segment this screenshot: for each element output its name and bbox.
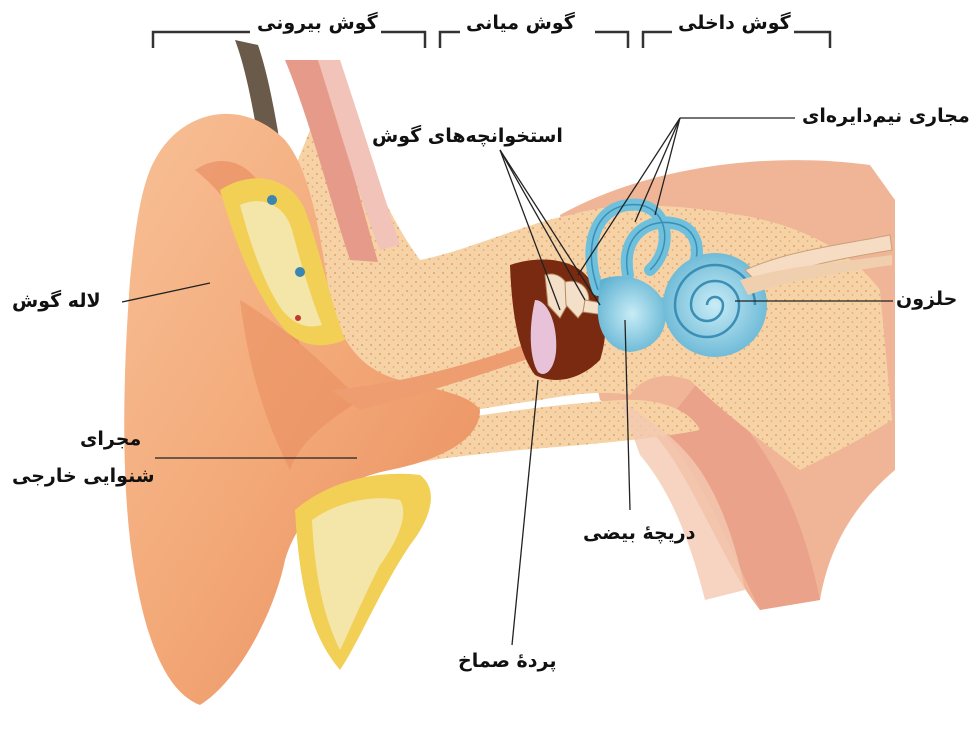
cochlea-label: حلزون (896, 288, 957, 312)
outer-ear-heading: گوش بیرونی (254, 12, 381, 36)
ossicles-label: استخوانچه‌های گوش (372, 125, 563, 149)
ear-canal-label-line2: شنوایی خارجی (12, 465, 155, 489)
semicircular-canals-label: مجاری نیم‌دایره‌ای (802, 105, 970, 129)
oval-window-label: دریچهٔ بیضی (583, 522, 696, 546)
pinna-label: لاله گوش (12, 290, 101, 314)
middle-ear-heading: گوش میانی (463, 12, 578, 36)
inner-ear-heading: گوش داخلی (675, 12, 794, 36)
eardrum-label: پردهٔ صماخ (458, 650, 556, 674)
ear-canal-label-line1: مجرای (80, 428, 141, 452)
